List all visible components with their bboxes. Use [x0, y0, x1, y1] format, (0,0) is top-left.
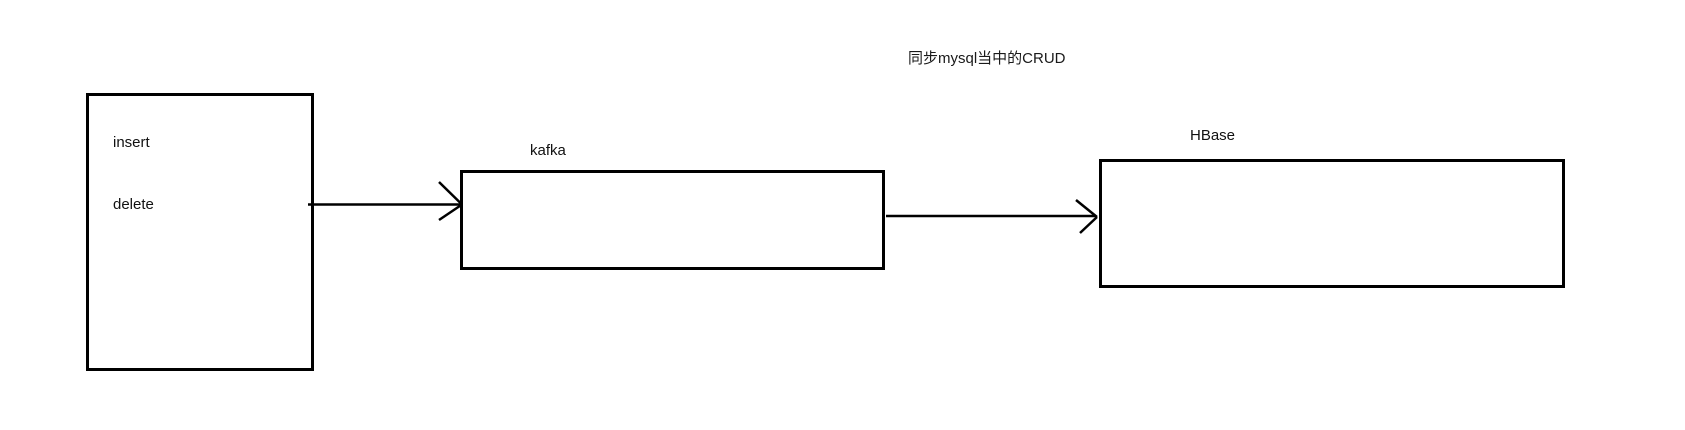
arrow-source-to-kafka — [308, 181, 463, 222]
node-kafka[interactable] — [460, 170, 885, 270]
node-label-insert: insert — [113, 134, 150, 151]
node-label-delete: delete — [113, 196, 154, 213]
node-hbase[interactable] — [1099, 159, 1565, 288]
node-label-kafka: kafka — [530, 142, 566, 159]
diagram-title: 同步mysql当中的CRUD — [908, 50, 1066, 67]
arrow-kafka-to-hbase — [886, 199, 1098, 234]
node-label-hbase: HBase — [1190, 127, 1236, 144]
node-mysql-operations[interactable]: insert delete — [86, 93, 314, 371]
